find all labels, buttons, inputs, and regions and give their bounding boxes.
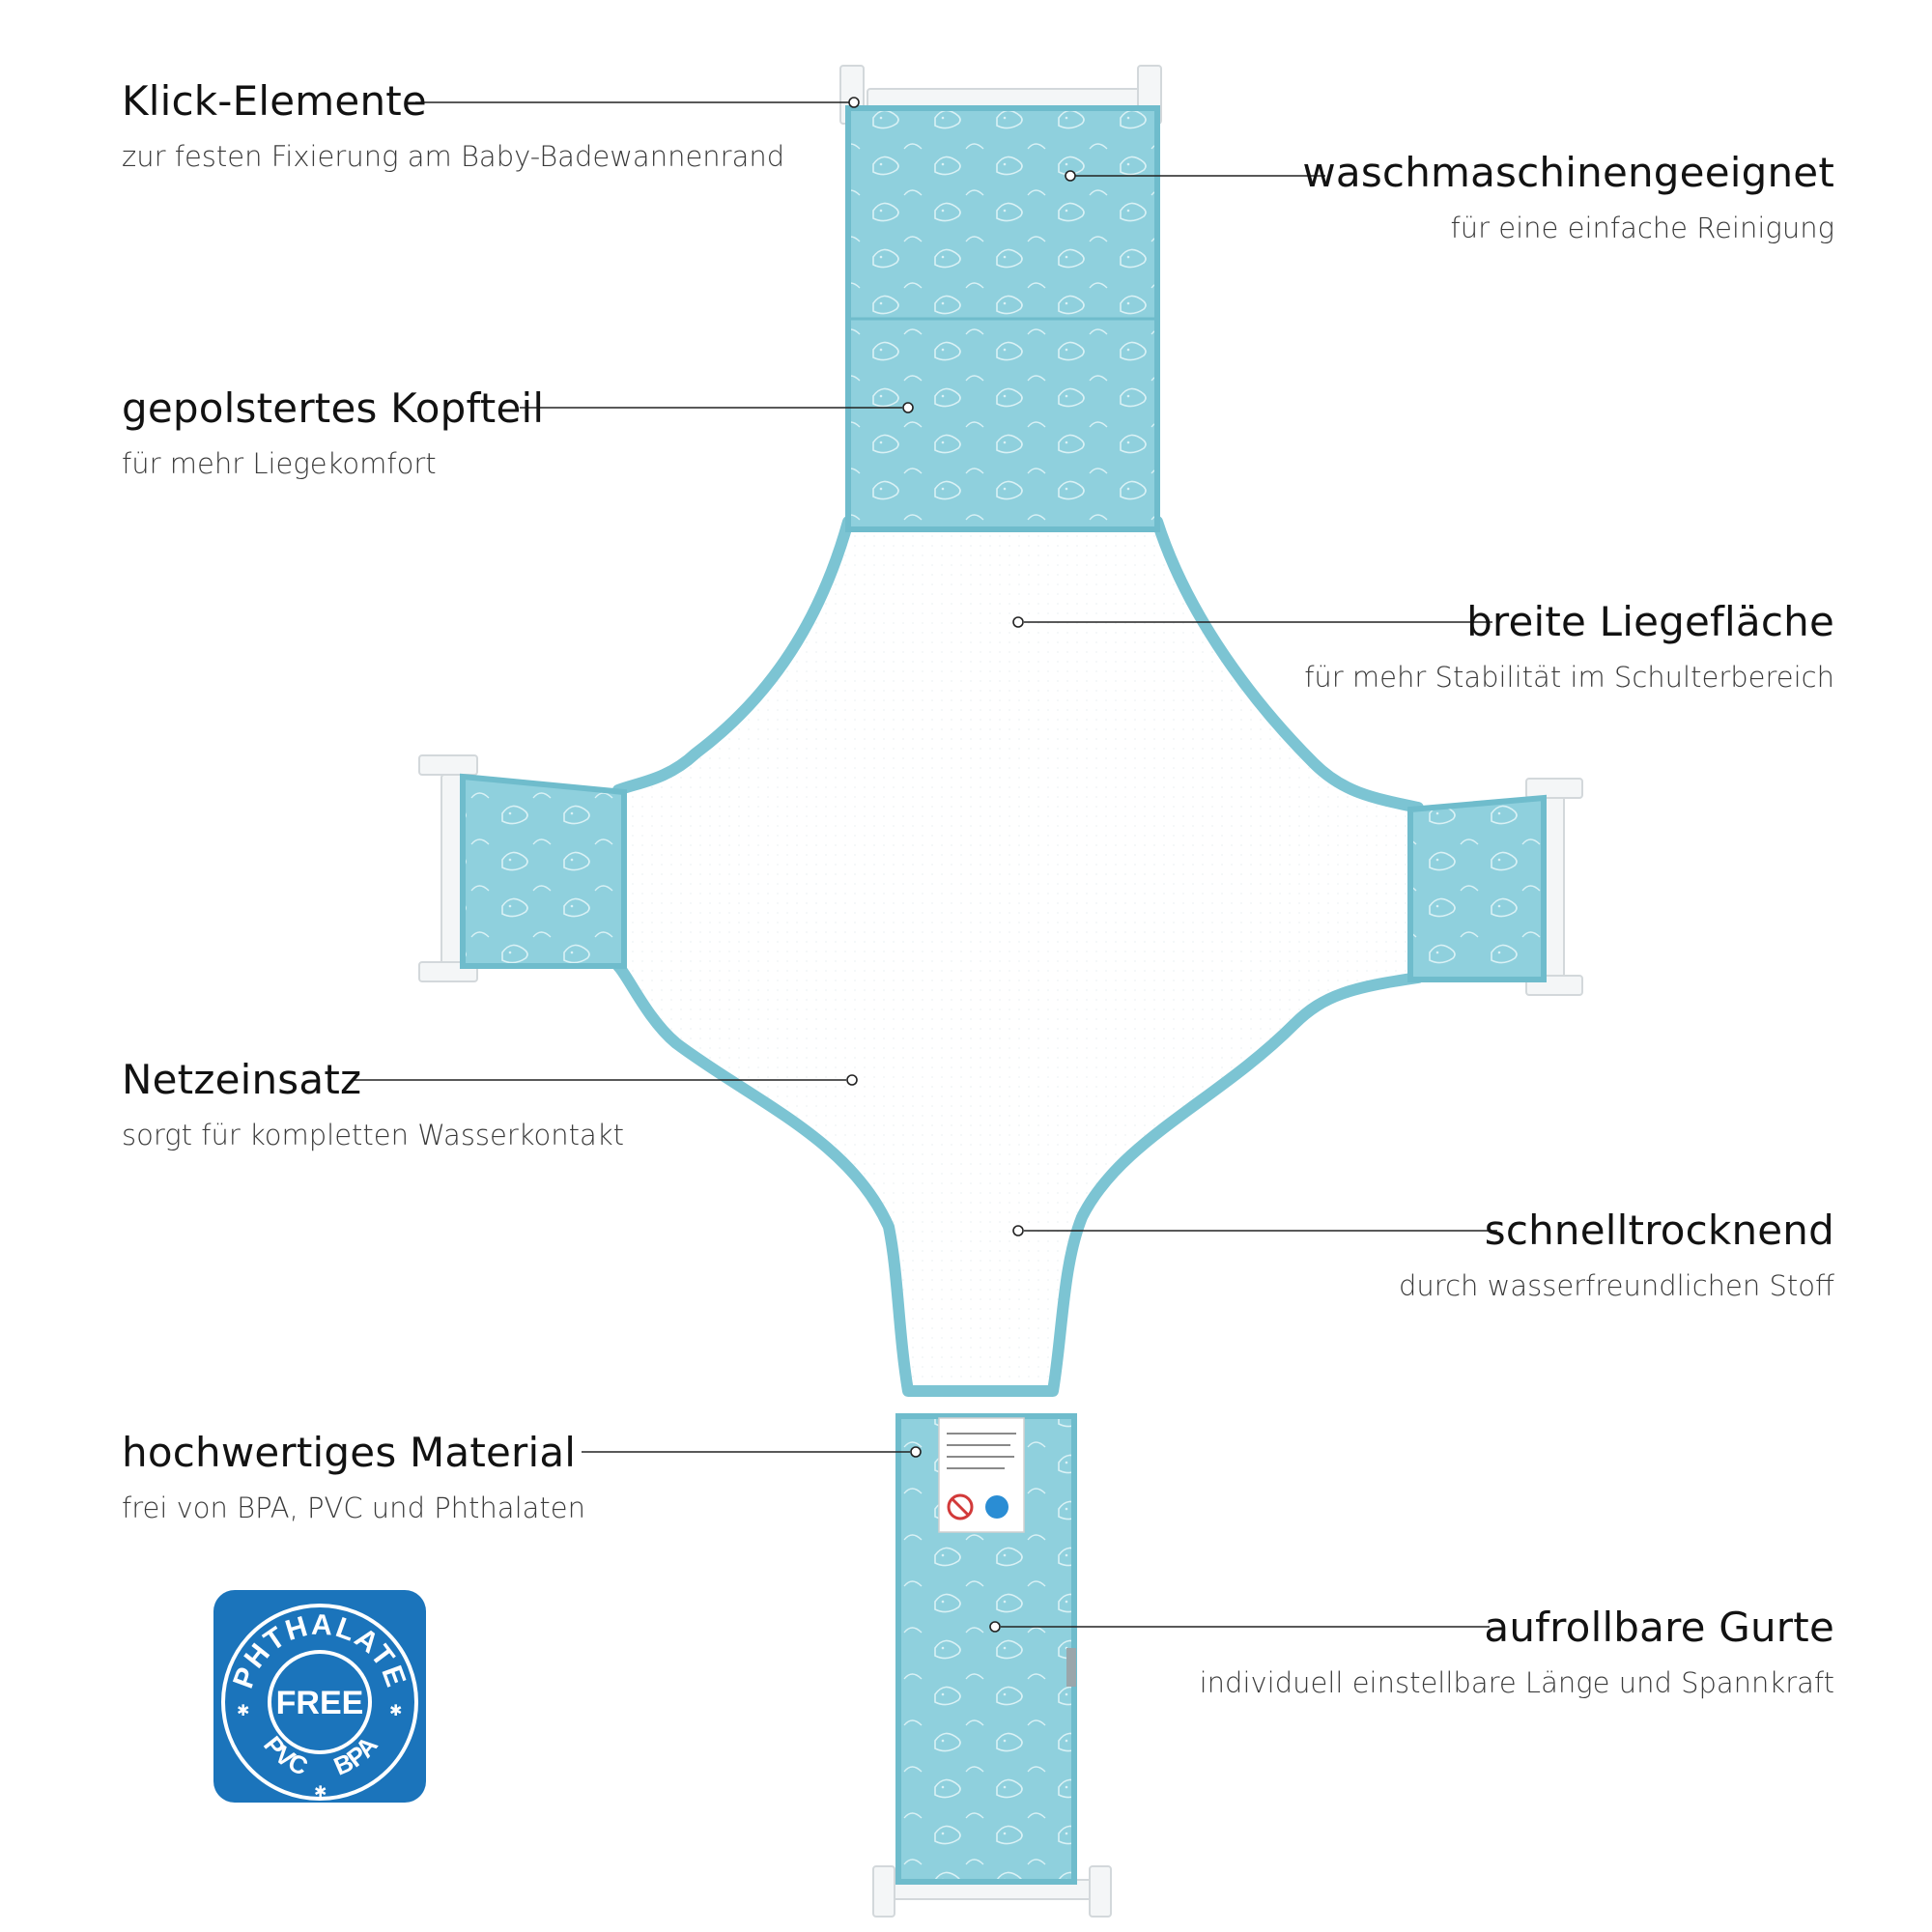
- star-icon: ✱: [237, 1701, 249, 1719]
- callout-roll-up-straps: aufrollbare Gurte individuell einstellba…: [1200, 1607, 1834, 1697]
- callout-subtitle: für eine einfache Reinigung: [1450, 212, 1834, 244]
- callout-subtitle: für mehr Stabilität im Schulterbereich: [1304, 661, 1834, 694]
- badge-center-text: FREE: [276, 1685, 364, 1721]
- star-icon: ✱: [389, 1701, 402, 1719]
- logo-tag: [1066, 1648, 1076, 1687]
- callout-wide-surface: breite Liegefläche für mehr Stabilität i…: [1304, 602, 1834, 692]
- star-icon: ✱: [314, 1782, 327, 1801]
- callout-subtitle: zur festen Fixierung am Baby-Badewannenr…: [122, 140, 785, 173]
- callout-subtitle: sorgt für kompletten Wasserkontakt: [122, 1119, 624, 1151]
- mesh-insert: [612, 516, 1424, 1397]
- callout-padded-headrest: gepolstertes Kopfteil für mehr Liegekomf…: [122, 388, 544, 478]
- info-icon: [985, 1495, 1009, 1519]
- callout-quick-drying: schnelltrocknend durch wasserfreundliche…: [1399, 1210, 1834, 1300]
- callout-machine-washable: waschmaschinengeeignet für eine einfache…: [1302, 153, 1834, 242]
- callout-title: Netzeinsatz: [122, 1056, 362, 1103]
- callout-title: aufrollbare Gurte: [1484, 1604, 1834, 1651]
- leader-lines: [354, 97, 1497, 1633]
- right-strap: [1407, 794, 1547, 982]
- callout-title: schnelltrocknend: [1484, 1207, 1834, 1254]
- callout-material: hochwertiges Material frei von BPA, PVC …: [122, 1433, 585, 1522]
- callout-click-elements: Klick-Elemente zur festen Fixierung am B…: [122, 81, 784, 171]
- callout-title: gepolstertes Kopfteil: [122, 384, 545, 432]
- callout-subtitle: frei von BPA, PVC und Phthalaten: [122, 1492, 586, 1524]
- callout-title: hochwertiges Material: [122, 1429, 577, 1476]
- left-strap: [460, 773, 627, 969]
- callout-mesh-insert: Netzeinsatz sorgt für kompletten Wasserk…: [122, 1060, 624, 1150]
- callout-subtitle: individuell einstellbare Länge und Spann…: [1199, 1666, 1834, 1699]
- callout-subtitle: durch wasserfreundlichen Stoff: [1399, 1269, 1834, 1302]
- callout-title: Klick-Elemente: [122, 77, 427, 125]
- callout-subtitle: für mehr Liegekomfort: [122, 447, 437, 480]
- phthalate-free-badge: FREE PHTHALATE PVC BPA ✱ ✱ ✱: [213, 1590, 426, 1803]
- callout-title: waschmaschinengeeignet: [1302, 149, 1834, 196]
- callout-title: breite Liegefläche: [1466, 598, 1834, 645]
